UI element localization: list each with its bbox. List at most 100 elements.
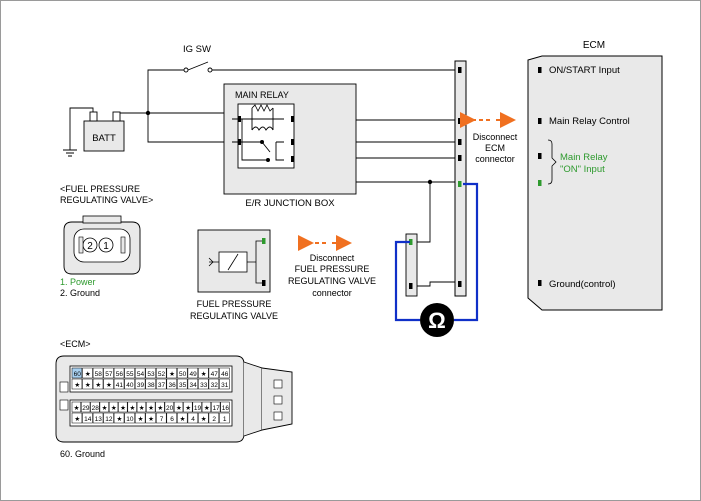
resistor-symbol xyxy=(251,104,274,112)
fprv-label-1: FUEL PRESSURE xyxy=(197,299,272,309)
ecm-pin-cell xyxy=(198,367,209,379)
ecm-pin-number: ★ xyxy=(169,370,175,378)
ecm-pin-cell xyxy=(127,401,137,413)
ecm-pin-cell xyxy=(92,367,104,379)
main-relay-label: MAIN RELAY xyxy=(235,90,289,100)
ecm-pin-number: 40 xyxy=(126,382,134,389)
ecm-pin-cell xyxy=(192,401,202,413)
ecm-pin-number: ★ xyxy=(148,415,154,423)
ecm-pin-number: ★ xyxy=(85,370,91,378)
ecm-pin-cell xyxy=(124,412,135,424)
ecm-pin-cell xyxy=(198,378,209,390)
ecm-conn-title: <ECM> xyxy=(60,339,91,349)
ecm-pin-number: ★ xyxy=(180,415,186,423)
ecm-pin-number: 20 xyxy=(166,405,174,412)
ecm-pin-number: ★ xyxy=(74,381,80,389)
ecm-pin-cell xyxy=(71,401,81,413)
ecm-pin-cell xyxy=(145,367,156,379)
ecm-pin-cell xyxy=(219,412,230,424)
disconnect-ecm-3: connector xyxy=(475,154,515,164)
ecm-brace xyxy=(547,139,557,185)
ecm-pin-number: ★ xyxy=(106,381,112,389)
ecm-pin-cell xyxy=(208,378,220,390)
disconnect-fprv-2: FUEL PRESSURE xyxy=(295,264,370,274)
ecm-pin-number: ★ xyxy=(139,404,145,412)
ecm-pin-cell xyxy=(220,401,230,413)
ecm-pin-number: 52 xyxy=(158,371,166,378)
ecm-pin-cell xyxy=(177,378,188,390)
ecm-pin-cell xyxy=(81,401,91,413)
ecm-pin-cell xyxy=(177,367,188,379)
ecm-pin-cell xyxy=(208,367,220,379)
ecm-pin-number: 29 xyxy=(82,405,90,412)
ecm-pin-number: 7 xyxy=(160,416,164,423)
ecm-pin-cell xyxy=(103,412,114,424)
ecm-pin-cell xyxy=(82,378,93,390)
fprv-component: FUEL PRESSURE REGULATING VALVE xyxy=(190,229,278,321)
ecm-pin-number: ★ xyxy=(201,370,207,378)
ecm-pin-number: ★ xyxy=(148,404,154,412)
ecm-pin-cell xyxy=(71,378,83,390)
ecm-connector-strip xyxy=(454,60,467,297)
ecm-pin-cell xyxy=(187,412,199,424)
ecm-pin-cell xyxy=(90,401,100,413)
ecm-label-main-relay-on-1: Main Relay xyxy=(560,152,608,163)
fprv-pin-2: 2 xyxy=(87,241,93,252)
disconnect-fprv-3: REGULATING VALVE xyxy=(288,276,376,286)
ecm-pin-cell xyxy=(118,401,128,413)
er-junction-box: MAIN RELAY E/R JUNCTION BOX xyxy=(223,83,357,209)
ecm-conn-note: 60. Ground xyxy=(60,449,105,459)
ecm-pin-cell xyxy=(124,367,135,379)
ecm-pin-cell xyxy=(164,401,174,413)
ecm-pin-cell xyxy=(201,401,212,413)
ig-sw-label: IG SW xyxy=(183,44,211,55)
ecm-pin-cell xyxy=(155,401,165,413)
ecm-pin-number: 37 xyxy=(158,382,166,389)
fprv-legend-power: 1. Power xyxy=(60,277,96,287)
ecm-pin-number: ★ xyxy=(176,404,182,412)
ecm-pin-cell xyxy=(177,412,188,424)
ecm-pin-cell xyxy=(166,412,177,424)
ecm-pin-number: ★ xyxy=(102,404,108,412)
ecm-pin-number: 32 xyxy=(211,382,219,389)
ecm-pin-number: 17 xyxy=(212,405,220,412)
ecm-pin-number: 1 xyxy=(223,416,227,423)
ecm-pin-number: 38 xyxy=(147,382,155,389)
ecm-pin-number: 36 xyxy=(168,382,176,389)
fprv-pin-1: 1 xyxy=(103,241,109,252)
fprv-conn-title-1: <FUEL PRESSURE xyxy=(60,184,140,194)
ecm-pin-number: ★ xyxy=(74,404,80,412)
ecm-pin-number: 6 xyxy=(170,416,174,423)
ecm-pin-number: 55 xyxy=(126,371,134,378)
disconnect-ecm-note: Disconnect ECM connector xyxy=(460,112,518,164)
ecm-pin-cell xyxy=(156,412,167,424)
ecm-pin-cell xyxy=(82,367,93,379)
ecm-pin-cell xyxy=(145,412,156,424)
ecm-title: ECM xyxy=(583,40,605,51)
ecm-pin-number: 13 xyxy=(95,416,103,423)
meter-leads xyxy=(394,182,479,322)
ecm-pin-number: 47 xyxy=(211,371,219,378)
ecm-pin-number: ★ xyxy=(157,404,163,412)
ecm-pin-cell xyxy=(92,378,104,390)
ecm-label-ground: Ground(control) xyxy=(549,279,616,290)
ecm-pin-cell xyxy=(146,401,156,413)
ecm-pin-cell xyxy=(113,412,125,424)
ecm-pin-number: 39 xyxy=(137,382,145,389)
ecm-pin-cell xyxy=(198,412,209,424)
ecm-pin-cell xyxy=(113,378,125,390)
ecm-pin-number: 54 xyxy=(137,371,145,378)
ecm-pin-number: 10 xyxy=(126,416,134,423)
ecm-pin-cell xyxy=(156,378,167,390)
ecm-pin-number: 53 xyxy=(147,371,155,378)
ecm-pin-cell xyxy=(156,367,167,379)
fprv-legend-ground: 2. Ground xyxy=(60,288,100,298)
ecm-pin-ground xyxy=(538,280,542,286)
ecm-label-main-relay-control: Main Relay Control xyxy=(549,116,630,127)
ecm-pin-number: 35 xyxy=(179,382,187,389)
ecm-pin-number: 31 xyxy=(221,382,229,389)
ecm-label-on-start: ON/START Input xyxy=(549,65,620,76)
ecm-pin-cell xyxy=(187,378,199,390)
ecm-pin-number: ★ xyxy=(95,381,101,389)
